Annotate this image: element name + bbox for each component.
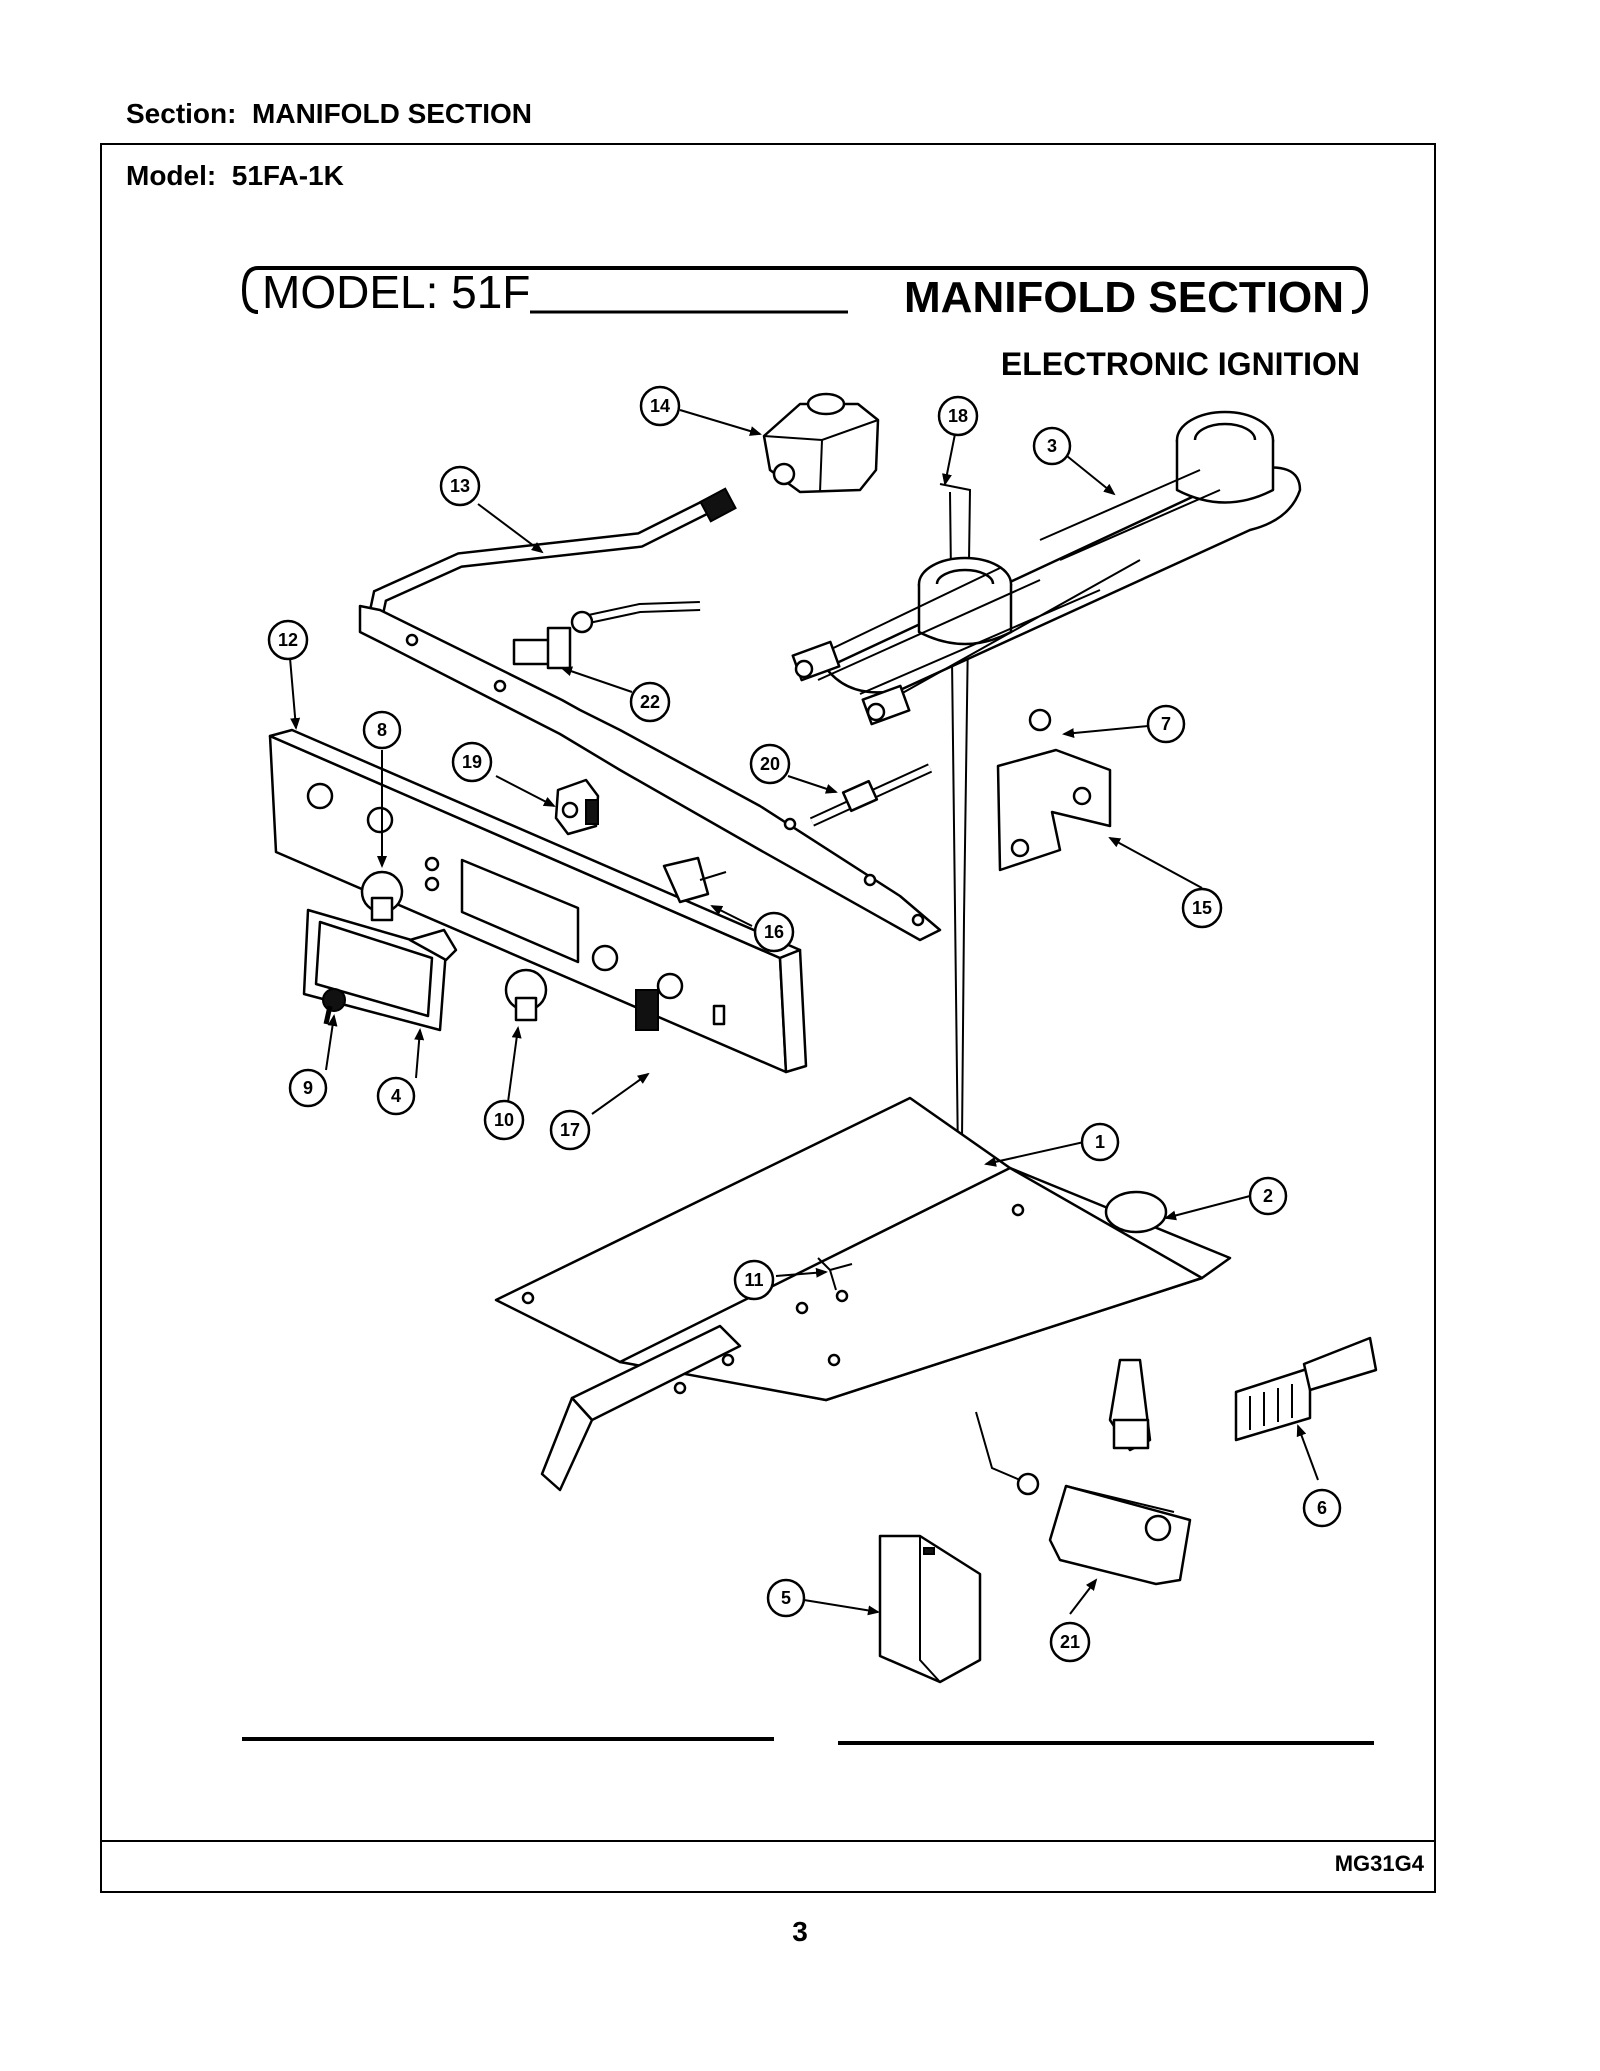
section-label: Section: [126, 98, 237, 129]
svg-text:13: 13 [450, 476, 470, 496]
callout-13: 13 [439, 465, 481, 507]
callout-6: 6 [1302, 1488, 1342, 1528]
svg-text:17: 17 [560, 1120, 580, 1140]
banner-subtitle: ELECTRONIC IGNITION [1001, 346, 1360, 382]
callout-7: 7 [1146, 704, 1186, 744]
control-panel-part [268, 728, 808, 1074]
callout-2: 2 [1248, 1176, 1288, 1216]
gas-regulator-part [762, 392, 880, 494]
callout-11: 11 [733, 1259, 775, 1301]
oven-burner-part [540, 1324, 1152, 1492]
callout-15: 15 [1181, 887, 1223, 929]
callout-3: 3 [1032, 426, 1072, 466]
section-header: Section: MANIFOLD SECTION [126, 98, 532, 130]
callout-12: 12 [267, 619, 309, 661]
svg-text:3: 3 [1047, 436, 1057, 456]
manifold-pipe-part [366, 487, 737, 626]
svg-text:22: 22 [640, 692, 660, 712]
leader-lines [289, 409, 1319, 1616]
callout-20: 20 [749, 743, 791, 785]
model-header: Model: 51FA-1K [126, 160, 344, 192]
callout-1: 1 [1080, 1122, 1120, 1162]
svg-text:10: 10 [494, 1110, 514, 1130]
model-value: 51FA-1K [231, 160, 344, 191]
callout-8: 8 [362, 710, 402, 750]
callout-19: 19 [451, 741, 493, 783]
model-label: Model: [126, 160, 217, 191]
diagram-frame [100, 143, 1436, 1893]
svg-text:12: 12 [278, 630, 298, 650]
svg-text:6: 6 [1317, 1498, 1327, 1518]
pin-part [817, 1257, 853, 1291]
svg-text:20: 20 [760, 754, 780, 774]
svg-text:1: 1 [1095, 1132, 1105, 1152]
knob-part [504, 968, 548, 1022]
section-value: MANIFOLD SECTION [252, 98, 533, 129]
svg-text:19: 19 [462, 752, 482, 772]
shutoff-valve-part [512, 610, 594, 670]
svg-text:5: 5 [781, 1588, 791, 1608]
callout-17: 17 [549, 1109, 591, 1151]
svg-text:21: 21 [1060, 1632, 1080, 1652]
knob-part [360, 870, 404, 922]
callout-22: 22 [629, 681, 671, 723]
safety-valve-part [975, 1411, 1192, 1586]
clip-part [662, 856, 727, 904]
callout-16: 16 [753, 911, 795, 953]
page-number: 3 [792, 1916, 808, 1947]
title-banner: MODEL: 51F MANIFOLD SECTION ELECTRONIC I… [241, 266, 1369, 382]
baffle-part [1104, 1190, 1168, 1234]
bracket-part [996, 708, 1112, 872]
callout-5: 5 [766, 1578, 806, 1618]
spring-part [635, 989, 659, 1031]
svg-text:15: 15 [1192, 898, 1212, 918]
svg-text:11: 11 [744, 1270, 763, 1290]
svg-text:2: 2 [1263, 1186, 1273, 1206]
manifold-rail-part [358, 604, 942, 942]
callout-10: 10 [483, 1099, 525, 1141]
banner-section-text: MANIFOLD SECTION [904, 273, 1344, 322]
burner-assembly-part [791, 410, 1302, 726]
callout-21: 21 [1049, 1621, 1091, 1663]
callout-9: 9 [288, 1068, 328, 1108]
svg-text:16: 16 [764, 922, 784, 942]
svg-text:4: 4 [391, 1086, 401, 1106]
oven-igniter-part [1234, 1336, 1378, 1442]
footer-divider [100, 1840, 1436, 1842]
svg-text:14: 14 [650, 396, 670, 416]
svg-text:8: 8 [377, 720, 387, 740]
callout-14: 14 [639, 385, 681, 427]
drawing-code: MG31G4 [1334, 1851, 1424, 1876]
banner-model-text: MODEL: 51F [262, 266, 530, 318]
switch-part [554, 778, 600, 836]
callout-18: 18 [937, 395, 979, 437]
shield-part [878, 1534, 982, 1684]
electrode-part [809, 763, 933, 827]
svg-text:18: 18 [948, 406, 968, 426]
burner-cover-part [494, 1096, 1232, 1402]
svg-text:9: 9 [303, 1078, 313, 1098]
svg-text:7: 7 [1161, 714, 1171, 734]
callout-4: 4 [376, 1076, 416, 1116]
